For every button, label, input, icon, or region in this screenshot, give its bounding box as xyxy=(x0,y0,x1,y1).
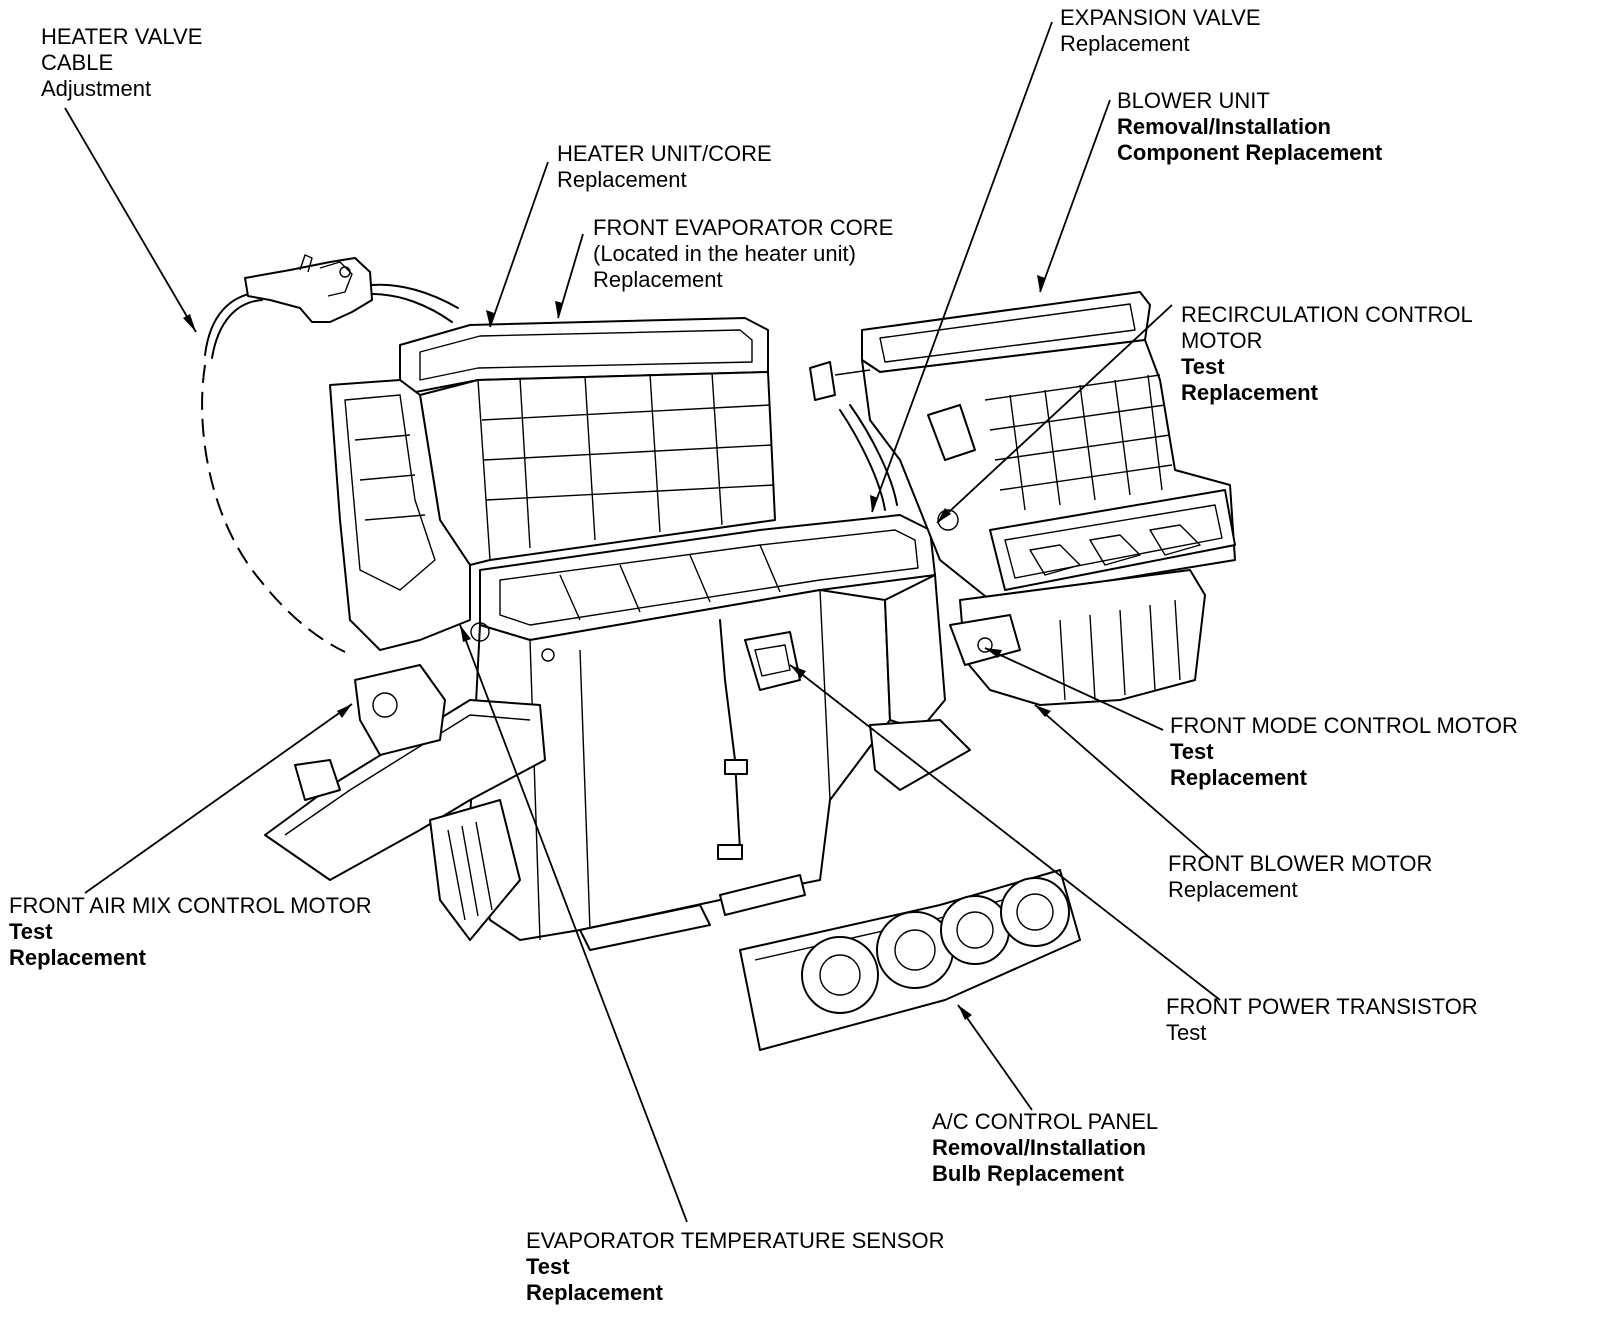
callout-action: Test xyxy=(9,919,53,944)
callout-title: A/C CONTROL PANEL xyxy=(932,1109,1159,1134)
heater-unit-drawing xyxy=(329,317,776,651)
leader-heater-unit-core xyxy=(489,161,549,328)
callout-title: FRONT MODE CONTROL MOTOR xyxy=(1170,713,1518,738)
callout-action: Removal/Installation xyxy=(932,1135,1146,1160)
callout-action: Test xyxy=(1181,354,1225,379)
callout-title: HEATER VALVE xyxy=(41,24,203,49)
callout-ac-control-panel: A/C CONTROL PANEL Removal/Installation B… xyxy=(932,1109,1158,1187)
callout-action: Replacement xyxy=(526,1280,663,1305)
leader-front-power-transistor xyxy=(789,664,1221,1001)
leader-expansion-valve xyxy=(871,21,1053,513)
air-mix-duct-drawing xyxy=(264,622,555,941)
callout-action: Replacement xyxy=(1168,877,1298,902)
arrowhead xyxy=(870,495,878,512)
callout-front-blower-motor: FRONT BLOWER MOTOR Replacement xyxy=(1168,851,1432,903)
arrowhead xyxy=(958,1005,972,1020)
callout-heater-unit-core: HEATER UNIT/CORE Replacement xyxy=(557,141,772,193)
callout-front-air-mix-control-motor: FRONT AIR MIX CONTROL MOTOR Test Replace… xyxy=(9,893,372,971)
callout-evaporator-temperature-sensor: EVAPORATOR TEMPERATURE SENSOR Test Repla… xyxy=(526,1228,944,1306)
callout-action: Removal/Installation xyxy=(1117,114,1331,139)
callout-front-power-transistor: FRONT POWER TRANSISTOR Test xyxy=(1166,994,1478,1046)
callout-title: FRONT AIR MIX CONTROL MOTOR xyxy=(9,893,372,918)
blower-unit-drawing xyxy=(809,291,1236,706)
heater-valve-cable-drawing xyxy=(201,254,459,653)
callout-action: Test xyxy=(1170,739,1214,764)
evaporator-housing-drawing xyxy=(469,514,971,951)
callout-action: Replacement xyxy=(1170,765,1307,790)
leader-blower-unit xyxy=(1039,99,1111,293)
arrowhead xyxy=(555,301,563,318)
callout-title: EXPANSION VALVE xyxy=(1060,5,1261,30)
callout-action: Component Replacement xyxy=(1117,140,1383,165)
leader-heater-valve-cable xyxy=(64,107,197,333)
arrowhead xyxy=(460,625,471,642)
callout-action: Replacement xyxy=(1060,31,1190,56)
leader-front-blower-motor xyxy=(1034,704,1211,859)
callout-action: Test xyxy=(1166,1020,1207,1045)
callout-action: Adjustment xyxy=(41,76,152,101)
callout-title: EVAPORATOR TEMPERATURE SENSOR xyxy=(526,1228,945,1253)
leader-recirculation-control-motor xyxy=(936,304,1173,524)
ac-control-panel-drawing xyxy=(739,869,1081,1051)
callout-title: RECIRCULATION CONTROL xyxy=(1181,302,1473,327)
leader-front-mode-control-motor xyxy=(984,647,1164,731)
callout-recirculation-control-motor: RECIRCULATION CONTROL MOTOR Test Replace… xyxy=(1181,302,1473,406)
callout-front-mode-control-motor: FRONT MODE CONTROL MOTOR Test Replacemen… xyxy=(1170,713,1518,791)
callout-heater-valve-cable: HEATER VALVE CABLE Adjustment xyxy=(41,24,202,102)
leader-evaporator-temperature-sensor xyxy=(459,624,688,1223)
callout-blower-unit: BLOWER UNIT Removal/Installation Compone… xyxy=(1117,88,1382,166)
arrowhead xyxy=(985,648,1002,658)
callout-title: HEATER UNIT/CORE xyxy=(557,141,772,166)
arrowhead xyxy=(183,314,196,332)
callout-action: Test xyxy=(526,1254,570,1279)
callout-front-evaporator-core: FRONT EVAPORATOR CORE (Located in the he… xyxy=(593,215,893,293)
callout-title: MOTOR xyxy=(1181,328,1263,353)
arrowhead xyxy=(790,665,806,678)
callout-action: Bulb Replacement xyxy=(932,1161,1124,1186)
arrowhead xyxy=(486,310,494,327)
arrowhead xyxy=(337,704,352,718)
callout-title: BLOWER UNIT xyxy=(1117,88,1270,113)
callout-title: FRONT EVAPORATOR CORE xyxy=(593,215,894,240)
arrowhead xyxy=(1037,275,1045,292)
callout-action: Replacement xyxy=(557,167,687,192)
callout-action: Replacement xyxy=(1181,380,1318,405)
callout-title: CABLE xyxy=(41,50,114,75)
leader-ac-control-panel xyxy=(957,1004,1033,1111)
leader-lines xyxy=(64,21,1221,1223)
callout-note: (Located in the heater unit) xyxy=(593,241,856,266)
callout-title: FRONT POWER TRANSISTOR xyxy=(1166,994,1478,1019)
arrowhead xyxy=(937,508,951,523)
callout-expansion-valve: EXPANSION VALVE Replacement xyxy=(1060,5,1261,57)
arrowhead xyxy=(1035,705,1051,717)
callout-title: FRONT BLOWER MOTOR xyxy=(1168,851,1433,876)
callout-action: Replacement xyxy=(9,945,146,970)
callout-action: Replacement xyxy=(593,267,723,292)
leader-front-air-mix-control-motor xyxy=(84,703,353,894)
